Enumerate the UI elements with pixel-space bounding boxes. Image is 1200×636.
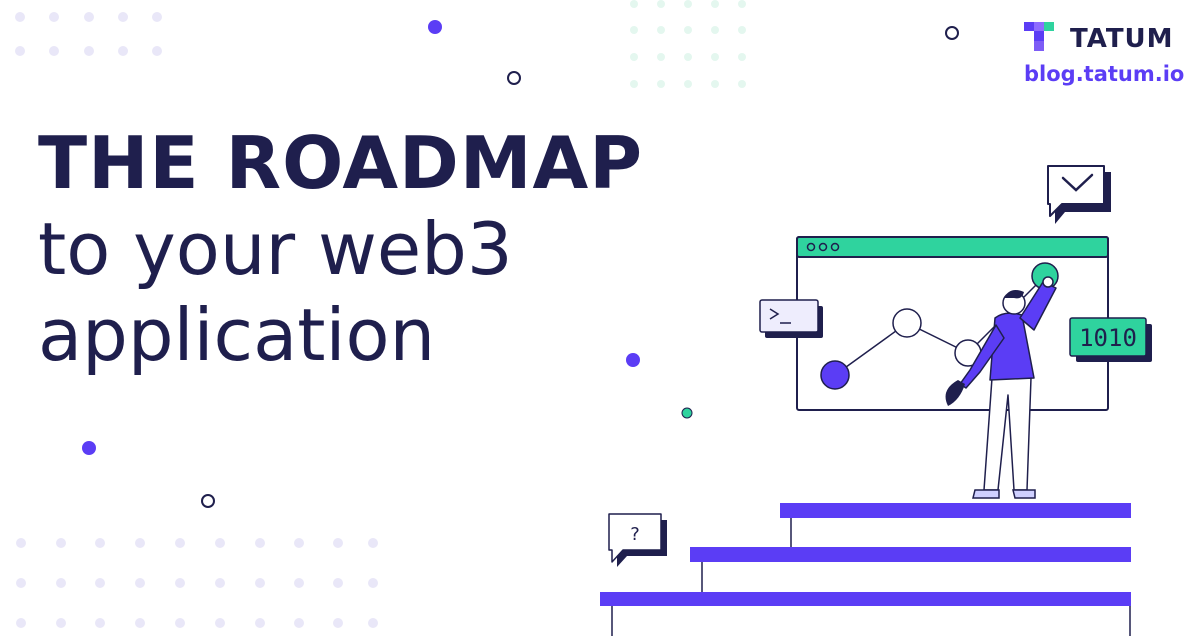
- tatum-logo-icon: [1024, 22, 1054, 51]
- binary-card-icon: 1010: [1069, 317, 1152, 362]
- binary-card-text: 1010: [1079, 324, 1137, 352]
- headline: THE ROADMAP to your web3 application: [38, 120, 643, 378]
- headline-line-1: THE ROADMAP: [38, 121, 643, 205]
- brand-name: TATUM: [1070, 24, 1174, 54]
- checkmark-bubble-icon: [1047, 165, 1111, 224]
- dot-grid-top-center: [630, 0, 746, 88]
- brand-url-link[interactable]: blog.tatum.io: [1024, 62, 1185, 86]
- headline-line-2: to your web3: [38, 207, 513, 291]
- dot-grid-bottom-left: [16, 538, 378, 628]
- terminal-icon: [759, 299, 823, 338]
- person-figure: [945, 276, 1057, 499]
- accent-dots: [82, 20, 959, 508]
- brand-block: TATUM blog.tatum.io: [1024, 20, 1194, 95]
- dot-grid-top-left: [15, 12, 162, 56]
- question-bubble-icon: ?: [608, 513, 667, 567]
- question-mark-text: ?: [630, 524, 640, 545]
- stairs: [600, 503, 1131, 636]
- headline-line-3: application: [38, 293, 436, 377]
